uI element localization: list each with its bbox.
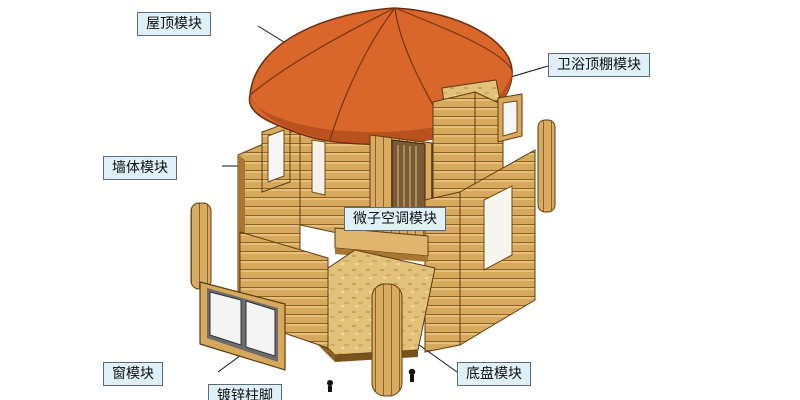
window-module bbox=[199, 281, 286, 371]
corner-post-front bbox=[371, 283, 403, 397]
wall-small-frame-left bbox=[261, 121, 291, 193]
label-chassis-module: 底盘模块 bbox=[457, 362, 531, 386]
label-bath-ceiling-module: 卫浴顶棚模块 bbox=[548, 53, 650, 77]
corner-post-right bbox=[537, 119, 556, 213]
wall-right bbox=[424, 149, 536, 353]
bath-wall bbox=[432, 91, 504, 203]
label-window-module: 窗模块 bbox=[103, 362, 163, 386]
label-wall-module: 墙体模块 bbox=[103, 156, 177, 180]
label-micro-ac-module: 微子空调模块 bbox=[344, 207, 446, 231]
label-roof-module: 屋顶模块 bbox=[137, 12, 211, 36]
window-frame-right-small bbox=[497, 93, 523, 143]
galvanized-legs bbox=[327, 368, 416, 392]
corner-post-left bbox=[190, 202, 212, 290]
label-galvanized-leg: 镀锌柱脚 bbox=[208, 384, 282, 400]
